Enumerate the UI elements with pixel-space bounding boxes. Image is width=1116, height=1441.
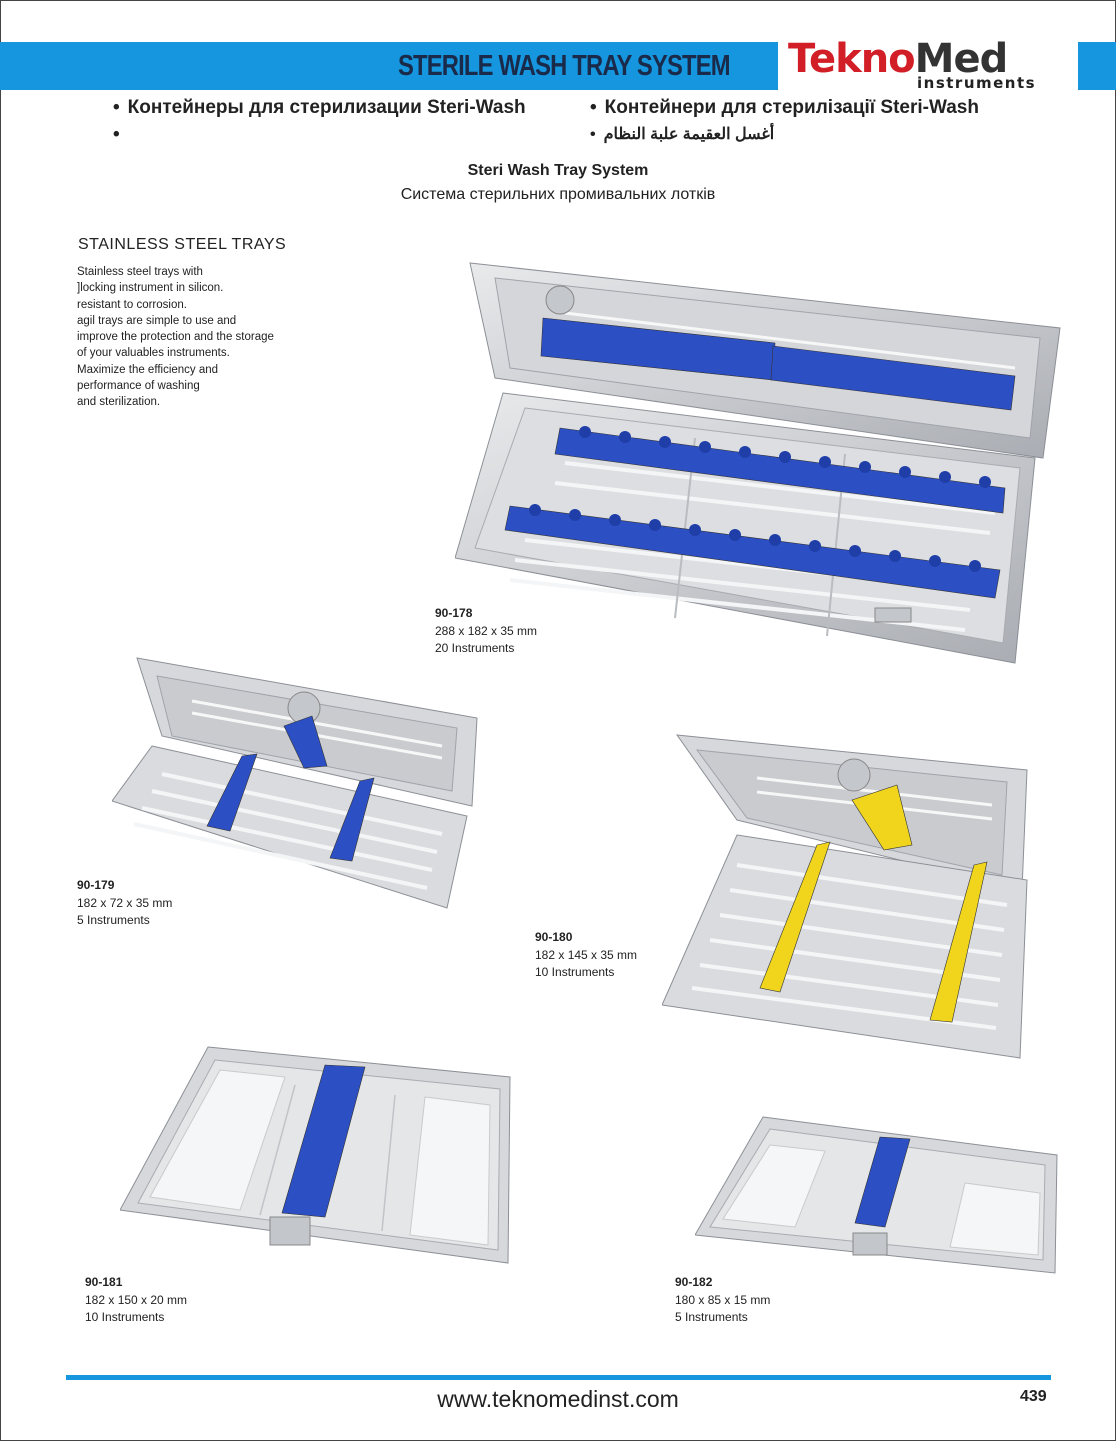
website-link[interactable]: www.teknomedinst.com [437, 1386, 679, 1412]
section-description: Stainless steel trays with ]locking inst… [77, 264, 274, 411]
bullet-ru-text: Контейнеры для стерилизации Steri-Wash [127, 97, 526, 118]
caption-90-180: 90-180 182 x 145 x 35 mm 10 Instruments [535, 929, 637, 982]
product-count: 10 Instruments [535, 965, 615, 979]
product-size: 180 x 85 x 15 mm [675, 1292, 771, 1307]
description-line: ]locking instrument in silicon. [77, 282, 224, 295]
banner-title: STERILE WASH TRAY SYSTEM [398, 50, 731, 82]
product-code: 90-178 [435, 606, 473, 620]
product-code: 90-179 [77, 878, 115, 892]
product-count: 20 Instruments [435, 641, 515, 655]
product-image-90-178 [455, 262, 1061, 664]
product-size: 182 x 72 x 35 mm [77, 895, 173, 910]
logo-med: Med [914, 36, 1009, 82]
description-line: improve the protection and the storage [77, 331, 274, 344]
description-line: and sterilization. [77, 396, 161, 409]
section-title: STAINLESS STEEL TRAYS [78, 236, 287, 253]
bullet-uk: • Контейнери для стерилізації Steri-Wash [590, 97, 979, 119]
bullet-empty: • [113, 124, 128, 146]
description-line: Stainless steel trays with [77, 266, 203, 278]
description-line: resistant to corrosion. [77, 298, 187, 311]
bullet-dot: • [590, 126, 596, 143]
product-count: 10 Instruments [85, 1310, 165, 1324]
page-number: 439 [1020, 1388, 1047, 1405]
product-count: 5 Instruments [77, 913, 150, 927]
page-title: Steri Wash Tray System [467, 162, 649, 179]
logo-wordmark[interactable]: TeknoMed [788, 36, 1009, 82]
caption-90-178: 90-178 288 x 182 x 35 mm 20 Instruments [435, 605, 537, 658]
bullet-uk-text: Контейнери для стерилізації Steri-Wash [604, 97, 979, 118]
product-image-90-182 [695, 1116, 1058, 1274]
description-line: agil trays are simple to use and [77, 314, 237, 327]
product-code: 90-180 [535, 930, 573, 944]
caption-90-179: 90-179 182 x 72 x 35 mm 5 Instruments [77, 877, 172, 930]
logo[interactable] [778, 34, 1078, 96]
description-line: performance of washing [77, 380, 200, 393]
product-image-90-179 [112, 657, 478, 909]
product-code: 90-182 [675, 1275, 713, 1289]
caption-90-182: 90-182 180 x 85 x 15 mm 5 Instruments [675, 1274, 770, 1327]
bullet-dot: • [590, 97, 597, 118]
footer-divider [66, 1375, 1051, 1380]
bullet-dot: • [113, 124, 120, 145]
bullet-ar: • أغسل العقيمة علبة النظام [590, 124, 774, 144]
product-image-90-181 [120, 1046, 511, 1264]
description-line: Maximize the efficiency and [77, 363, 219, 376]
logo-tekno: Tekno [788, 36, 916, 82]
product-size: 288 x 182 x 35 mm [435, 623, 538, 638]
product-code: 90-181 [85, 1275, 123, 1289]
caption-90-181: 90-181 182 x 150 x 20 mm 10 Instruments [85, 1274, 187, 1327]
description-line: of your valuables instruments. [77, 347, 230, 360]
product-size: 182 x 150 x 20 mm [85, 1292, 188, 1307]
logo-subtitle: instruments [917, 74, 1037, 92]
bullet-ru: • Контейнеры для стерилизации Steri-Wash [113, 97, 526, 119]
page-subtitle: Система стерильних промивальних лотків [400, 186, 716, 203]
product-size: 182 x 145 x 35 mm [535, 947, 638, 962]
bullet-ar-text: أغسل العقيمة علبة النظام [603, 126, 775, 143]
product-image-90-180 [662, 734, 1028, 1059]
bullet-dot: • [113, 97, 120, 118]
product-count: 5 Instruments [675, 1310, 748, 1324]
